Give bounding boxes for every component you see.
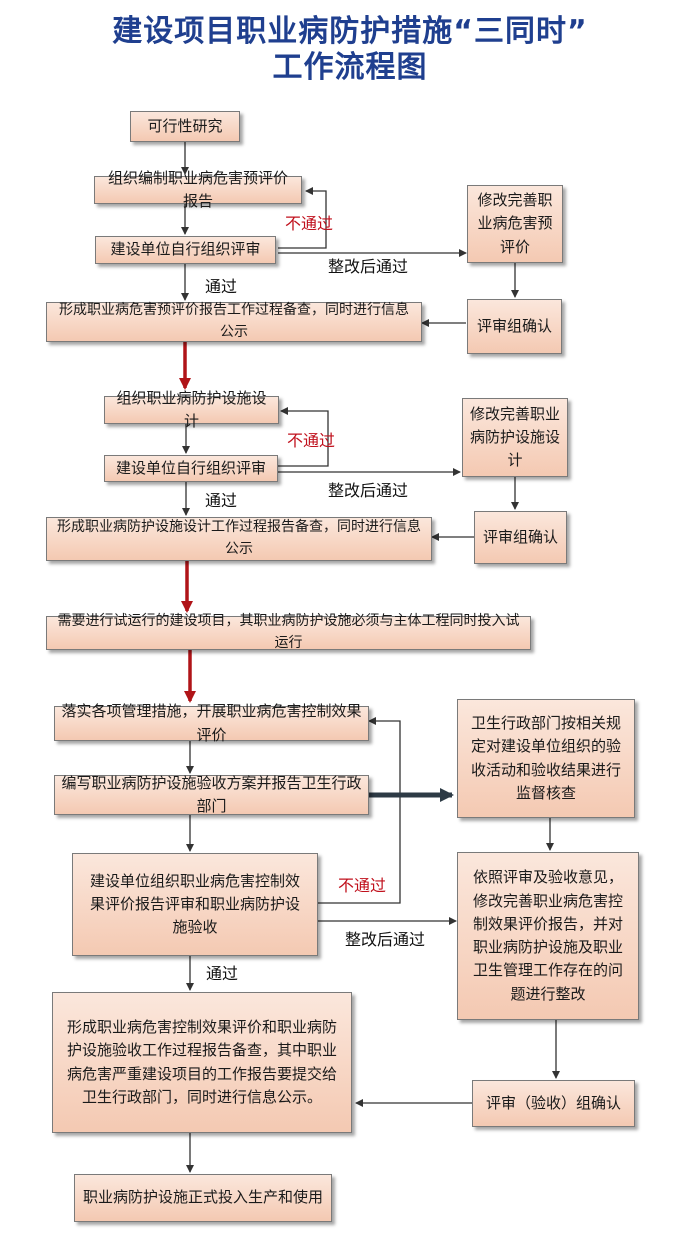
box-self-review-2-text: 建设单位自行组织评审	[115, 458, 266, 477]
label-pass-3: 通过	[206, 964, 239, 983]
diagram-title-line-2: 工作流程图	[272, 50, 428, 85]
box-file-final-report-text: 形成职业病危害控制效果评价和职业病防护设施验收工作过程报告备查，其中职业病危害严…	[66, 1018, 337, 1106]
box-rectification-text: 依照评审及验收意见，修改完善职业病危害控制效果评价报告，并对职业病防护设施及职业…	[472, 868, 623, 1003]
label-pass-after-fix-3: 整改后通过	[345, 930, 426, 949]
label-fail-3: 不通过	[338, 876, 387, 895]
box-self-review-2: 建设单位自行组织评审	[104, 455, 278, 482]
box-review-and-acceptance-text: 建设单位组织职业病危害控制效果评价报告评审和职业病防护设施验收	[89, 871, 300, 937]
diagram-title-line-1: 建设项目职业病防护措施“三同时”	[112, 14, 588, 49]
box-revise-pre-evaluation: 修改完善职业病危害预评价	[467, 185, 563, 263]
box-prepare-pre-evaluation-text: 组织编制职业病危害预评价报告	[107, 168, 288, 210]
box-formal-production-text: 职业病防护设施正式投入生产和使用	[82, 1188, 323, 1207]
box-expert-confirm-3: 评审（验收）组确认	[472, 1080, 635, 1127]
box-formal-production: 职业病防护设施正式投入生产和使用	[74, 1174, 332, 1222]
fail-loop-2	[278, 407, 329, 467]
box-revise-design-text: 修改完善职业病防护设施设计	[469, 404, 560, 470]
box-file-design-text: 形成职业病防护设施设计工作过程报告备查，同时进行信息公示	[57, 519, 421, 557]
box-write-acceptance-plan-text: 编写职业病防护设施验收方案并报告卫生行政部门	[61, 773, 362, 815]
box-rectification: 依照评审及验收意见，修改完善职业病危害控制效果评价报告，并对职业病防护设施及职业…	[457, 852, 639, 1020]
box-expert-confirm-1: 评审组确认	[467, 299, 562, 354]
label-pass-2: 通过	[205, 491, 238, 510]
box-write-acceptance-plan: 编写职业病防护设施验收方案并报告卫生行政部门	[54, 774, 369, 815]
box-trial-run-text: 需要进行试运行的建设项目，其职业病防护设施必须与主体工程同时投入试运行	[57, 613, 520, 651]
box-file-pre-evaluation: 形成职业病危害预评价报告工作过程备查，同时进行信息公示	[46, 302, 422, 342]
box-protection-design-text: 组织职业病防护设施设计	[116, 388, 267, 430]
box-health-dept-supervision-text: 卫生行政部门按相关规定对建设单位组织的验收活动和验收结果进行监督核查	[470, 714, 621, 802]
box-implement-measures: 落实各项管理措施，开展职业病危害控制效果评价	[54, 702, 369, 744]
box-feasibility-study: 可行性研究	[130, 111, 240, 142]
label-pass-1: 通过	[205, 277, 238, 296]
box-expert-confirm-2: 评审组确认	[474, 511, 567, 564]
label-pass-after-fix-2: 整改后通过	[328, 481, 409, 500]
box-implement-measures-text: 落实各项管理措施，开展职业病危害控制效果评价	[61, 702, 362, 744]
box-feasibility-study-text: 可行性研究	[147, 116, 223, 135]
box-expert-confirm-2-text: 评审组确认	[482, 527, 558, 546]
label-fail-1: 不通过	[285, 214, 334, 233]
box-file-design: 形成职业病防护设施设计工作过程报告备查，同时进行信息公示	[46, 517, 432, 561]
box-revise-design: 修改完善职业病防护设施设计	[462, 398, 568, 477]
box-trial-run: 需要进行试运行的建设项目，其职业病防护设施必须与主体工程同时投入试运行	[46, 613, 531, 651]
box-file-pre-evaluation-text: 形成职业病危害预评价报告工作过程备查，同时进行信息公示	[59, 302, 409, 340]
box-protection-design: 组织职业病防护设施设计	[104, 389, 279, 430]
box-self-review-1: 建设单位自行组织评审	[95, 236, 276, 264]
box-health-dept-supervision: 卫生行政部门按相关规定对建设单位组织的验收活动和验收结果进行监督核查	[457, 699, 635, 818]
box-self-review-1-text: 建设单位自行组织评审	[110, 240, 261, 259]
box-file-final-report: 形成职业病危害控制效果评价和职业病防护设施验收工作过程报告备查，其中职业病危害严…	[52, 992, 352, 1133]
box-prepare-pre-evaluation: 组织编制职业病危害预评价报告	[94, 169, 302, 210]
fail-loop-3	[318, 717, 401, 904]
label-fail-2: 不通过	[287, 431, 336, 450]
box-revise-pre-evaluation-text: 修改完善职业病危害预评价	[477, 191, 553, 256]
box-review-and-acceptance: 建设单位组织职业病危害控制效果评价报告评审和职业病防护设施验收	[72, 853, 318, 956]
box-expert-confirm-1-text: 评审组确认	[476, 316, 552, 335]
label-pass-after-fix-1: 整改后通过	[328, 257, 409, 276]
fail-loop-1	[278, 187, 327, 249]
box-expert-confirm-3-text: 评审（验收）组确认	[485, 1093, 621, 1112]
